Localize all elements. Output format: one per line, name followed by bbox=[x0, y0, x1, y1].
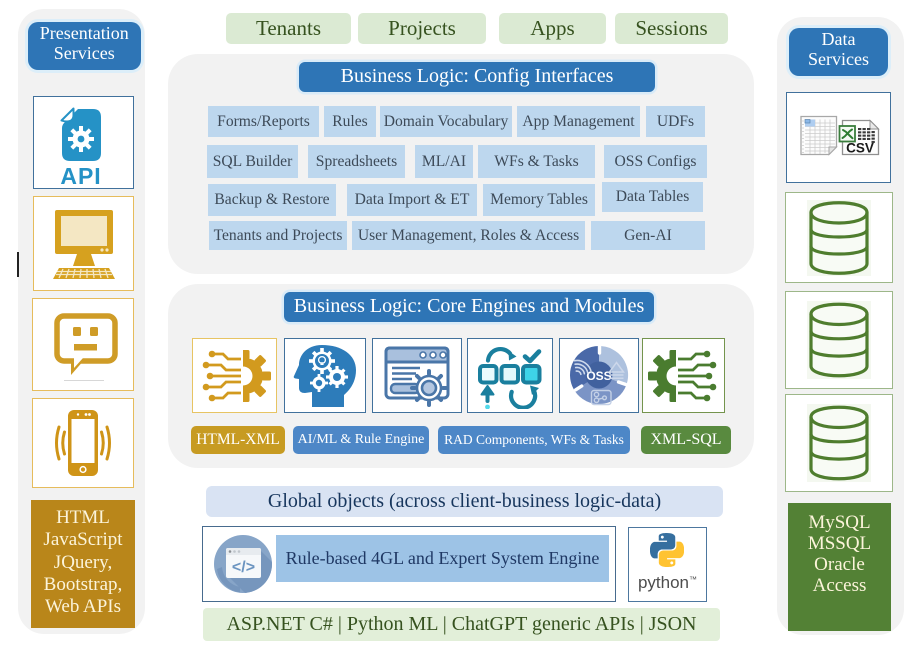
svg-text:OSS: OSS bbox=[586, 369, 611, 383]
svg-text:API: API bbox=[60, 163, 101, 187]
svg-text:CSV: CSV bbox=[846, 140, 874, 155]
svg-text:</>: </> bbox=[232, 559, 255, 576]
